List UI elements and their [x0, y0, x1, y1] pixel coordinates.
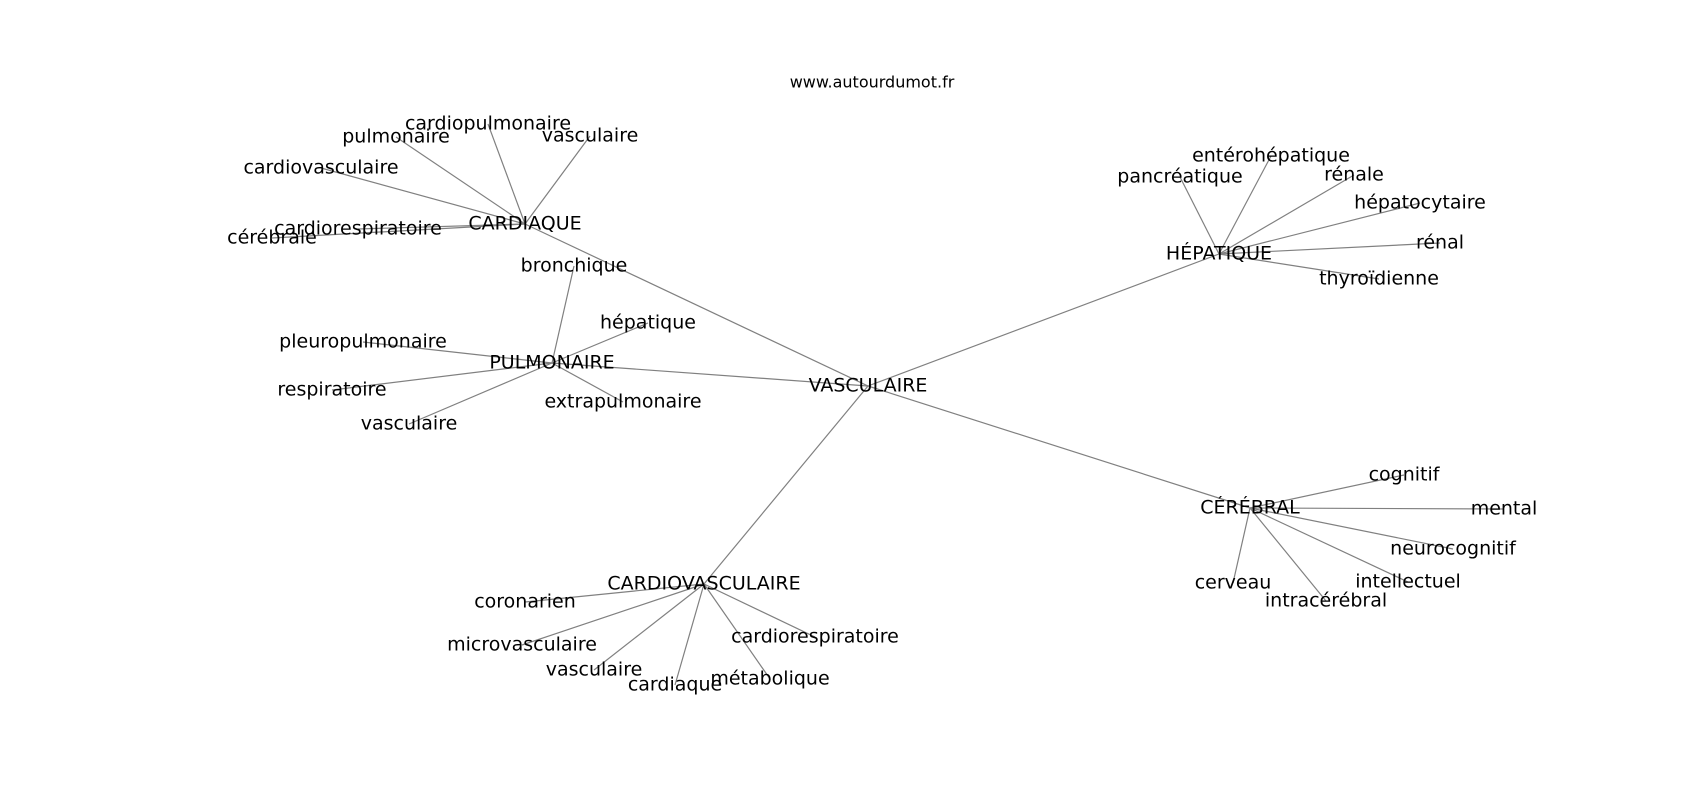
graph-edges	[271, 123, 1505, 686]
edge-cardiaque-cardiopulmonaire	[487, 123, 526, 225]
edge-pulmonaire-hub-pleuropulmonaire	[362, 341, 553, 364]
edge-cardiaque-cardiorespiratoire-c	[357, 223, 526, 230]
hub-node-pulmonaire-hub[interactable]: PULMONAIRE	[489, 352, 614, 374]
edge-cardiovasculaire-hub-microvasculaire	[521, 583, 705, 646]
leaf-node-pancreatique[interactable]: pancréatique	[1117, 166, 1242, 188]
edge-hepatique-hub-enterohepatique	[1218, 155, 1272, 255]
leaf-node-extrapulmonaire[interactable]: extrapulmonaire	[544, 391, 701, 413]
hub-node-cerebral-hub[interactable]: CÉRÉBRAL	[1200, 496, 1300, 519]
leaf-node-thyroidienne[interactable]: thyroïdienne	[1319, 268, 1439, 290]
leaf-node-coronarien[interactable]: coronarien	[474, 591, 576, 613]
leaf-node-cognitif[interactable]: cognitif	[1369, 464, 1441, 486]
leaf-node-pulmonaire[interactable]: pulmonaire	[342, 126, 450, 148]
leaf-node-cardiaque-cv[interactable]: cardiaque	[628, 674, 722, 696]
edge-pulmonaire-hub-bronchique	[551, 265, 575, 364]
edge-center-cardiovasculaire-hub	[703, 385, 869, 585]
edge-pulmonaire-hub-respiratoire	[331, 362, 553, 391]
edge-cerebral-hub-cognitif	[1249, 474, 1405, 509]
leaf-node-microvasculaire[interactable]: microvasculaire	[447, 634, 597, 656]
edge-cardiaque-cardiovasculaire-c	[320, 167, 526, 225]
leaf-node-hepatique-p[interactable]: hépatique	[600, 312, 696, 334]
leaf-node-renale[interactable]: rénale	[1324, 164, 1384, 186]
edge-cerebral-hub-cerveau	[1232, 507, 1251, 584]
leaf-node-vasculaire-p[interactable]: vasculaire	[361, 413, 458, 435]
leaf-node-intellectuel[interactable]: intellectuel	[1355, 571, 1461, 593]
edge-center-hepatique-hub	[867, 253, 1220, 387]
edge-hepatique-hub-renale	[1218, 174, 1355, 255]
edge-hepatique-hub-renal	[1218, 242, 1441, 255]
leaf-node-pleuropulmonaire[interactable]: pleuropulmonaire	[279, 331, 447, 353]
edge-hepatique-hub-thyroidienne	[1218, 253, 1380, 280]
edge-cerebral-hub-mental	[1249, 507, 1505, 510]
leaf-node-cardiopulmonaire[interactable]: cardiopulmonaire	[405, 113, 571, 135]
leaf-node-respiratoire[interactable]: respiratoire	[277, 379, 386, 401]
watermark: www.autourdumot.fr	[790, 73, 955, 92]
leaf-node-cardiorespiratoire-cv[interactable]: cardiorespiratoire	[731, 626, 899, 648]
leaf-node-intracerebral[interactable]: intracérébral	[1265, 590, 1387, 612]
edge-cerebral-hub-intracerebral	[1249, 507, 1327, 602]
hub-node-cardiaque[interactable]: CARDIAQUE	[468, 213, 581, 235]
leaf-node-hepatocytaire[interactable]: hépatocytaire	[1354, 192, 1486, 214]
edge-cardiovasculaire-hub-cardiaque-cv	[674, 583, 705, 686]
edge-cardiovasculaire-hub-coronarien	[524, 583, 705, 603]
leaf-node-enterohepatique[interactable]: entérohépatique	[1192, 145, 1350, 167]
edge-pulmonaire-hub-extrapulmonaire	[551, 362, 624, 403]
leaf-node-cardiorespiratoire-c[interactable]: cardiorespiratoire	[274, 218, 442, 240]
edge-cardiaque-pulmonaire	[395, 136, 526, 225]
leaf-node-neurocognitif[interactable]: neurocognitif	[1390, 538, 1517, 560]
leaf-node-cerebrale[interactable]: cérébrale	[227, 227, 317, 249]
edge-center-cerebral-hub	[867, 385, 1251, 509]
edge-cerebral-hub-neurocognitif	[1249, 507, 1454, 550]
edge-cardiaque-vasculaire-c	[524, 135, 591, 225]
edge-cardiaque-cerebrale	[271, 223, 526, 239]
edge-cerebral-hub-intellectuel	[1249, 507, 1409, 583]
edge-pulmonaire-hub-vasculaire-p	[408, 362, 553, 425]
edge-center-pulmonaire-hub	[551, 362, 869, 387]
edge-cardiovasculaire-hub-cardiorespiratoire-cv	[703, 583, 816, 638]
edge-pulmonaire-hub-hepatique-p	[551, 322, 649, 364]
leaf-node-cerveau[interactable]: cerveau	[1195, 572, 1272, 594]
edge-hepatique-hub-hepatocytaire	[1218, 202, 1421, 255]
hub-node-cardiovasculaire-hub[interactable]: CARDIOVASCULAIRE	[607, 573, 800, 595]
leaf-node-metabolique[interactable]: métabolique	[710, 668, 829, 690]
hub-node-hepatique-hub[interactable]: HÉPATIQUE	[1166, 242, 1272, 265]
edge-hepatique-hub-pancreatique	[1179, 176, 1220, 255]
leaf-node-vasculaire-cv[interactable]: vasculaire	[546, 659, 643, 681]
center-node-vasculaire[interactable]: VASCULAIRE	[809, 375, 928, 397]
graph-nodes: VASCULAIRE CARDIAQUE cardiopulmonairepulmo…	[227, 113, 1537, 696]
leaf-node-cardiovasculaire-c[interactable]: cardiovasculaire	[243, 157, 398, 179]
edge-cardiovasculaire-hub-vasculaire-cv	[593, 583, 705, 671]
edge-center-cardiaque	[524, 223, 869, 387]
leaf-node-vasculaire-c[interactable]: vasculaire	[542, 125, 639, 147]
edge-cardiovasculaire-hub-metabolique	[703, 583, 771, 680]
leaf-node-bronchique[interactable]: bronchique	[521, 255, 628, 277]
leaf-node-renal[interactable]: rénal	[1416, 232, 1464, 254]
leaf-node-mental[interactable]: mental	[1471, 498, 1538, 520]
